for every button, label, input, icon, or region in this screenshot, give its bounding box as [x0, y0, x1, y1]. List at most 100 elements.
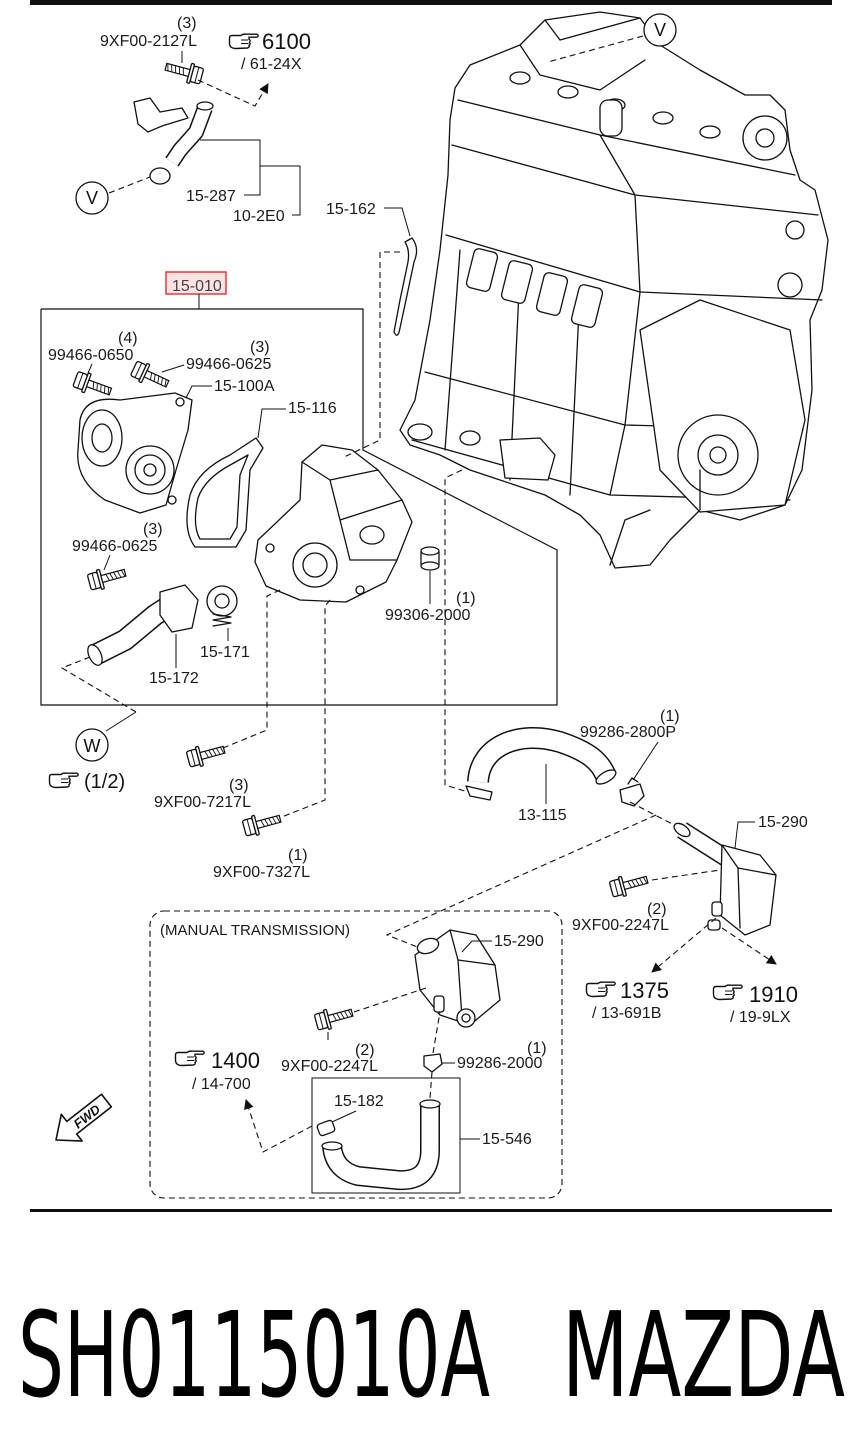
reference-1910-section: / 19-9LX [730, 1009, 791, 1026]
part-label-9XF00-2247L: 9XF00-2247L [281, 1058, 378, 1075]
leader-w-solid [105, 711, 137, 732]
fitting-15-182-drawing [316, 1119, 336, 1137]
engine-assembly-drawing [399, 11, 829, 569]
part-label-13-115: 13-115 [518, 807, 567, 824]
marker-circle-w [75, 728, 109, 762]
gasket-15-116-drawing [186, 437, 264, 548]
part-label-15-546: 15-546 [482, 1131, 532, 1148]
part-label-15-182: 15-182 [334, 1093, 384, 1110]
qty-label: (3) [177, 15, 197, 32]
part-label-99466-0625: 99466-0625 [72, 538, 158, 555]
leader-15-162 [384, 207, 411, 237]
hose-13-115-drawing [465, 726, 617, 801]
part-label-15-171: 15-171 [200, 644, 250, 661]
leader-15-287 [200, 139, 261, 196]
leader-hose-13-115 [444, 469, 469, 793]
part-label-99466-0650: 99466-0650 [48, 347, 134, 364]
leader-15-290 [734, 821, 755, 849]
bottom-rule [30, 1209, 832, 1212]
part-label-15-116: 15-116 [288, 400, 337, 417]
footer-brand: MAZDA [562, 1286, 845, 1424]
assembly-bracket-outline [40, 308, 558, 706]
reference-1375-number: 1375 [620, 978, 669, 1003]
leader-clamp-down [429, 1071, 433, 1099]
part-label-15-290: 15-290 [758, 814, 808, 831]
reference-1400-number: 1400 [211, 1048, 260, 1073]
clamp-99286-2000-drawing [423, 1053, 443, 1073]
hose-15-546-box [311, 1077, 461, 1194]
leader-v-left [108, 176, 151, 194]
top-rule [30, 0, 832, 5]
leader-15-182 [331, 1110, 357, 1123]
leader-99466-0625 [103, 554, 111, 571]
part-label-15-010: 15-010 [172, 278, 222, 295]
thermostat-15-171-drawing [206, 585, 238, 627]
gasket-15-162-drawing [393, 237, 418, 336]
qty-label: (1) [660, 708, 680, 725]
footer-part-number: SH0115010A [18, 1286, 490, 1424]
leader-bolt-2247-mt [353, 987, 427, 1013]
marker-circle-v-left [75, 181, 109, 215]
qty-label: (3) [250, 339, 270, 356]
pointing-hand-icon [585, 981, 616, 998]
reference-half-label: (1/2) [84, 771, 125, 793]
part-label-9XF00-2247L: 9XF00-2247L [572, 917, 669, 934]
leader-to-6100 [197, 79, 269, 107]
pointing-hand-icon [228, 33, 259, 50]
leader-99466-0625 [161, 364, 185, 373]
clamp-99286-2800P-drawing [619, 777, 645, 807]
highlight-box-15-010 [165, 271, 227, 295]
qty-label: (1) [527, 1040, 547, 1057]
part-label-99286-2000: 99286-2000 [457, 1055, 543, 1072]
leader-99466-0650 [87, 363, 93, 374]
part-label-9XF00-2127L: 9XF00-2127L [100, 33, 197, 50]
part-label-9XF00-7327L: 9XF00-7327L [213, 864, 310, 881]
qty-label: (2) [647, 901, 667, 918]
marker-v-top-label: V [654, 20, 666, 40]
part-label-99286-2800P: 99286-2800P [580, 724, 676, 741]
qty-label: (1) [456, 590, 476, 607]
bolt-99466-0625-drawing [128, 358, 173, 394]
reference-1910-number: 1910 [749, 982, 798, 1007]
water-pipe-15-287-drawing [133, 97, 214, 185]
marker-v-left-label: V [86, 188, 98, 208]
qty-label: (4) [118, 330, 138, 347]
bolt-9XF00-7217L-drawing [185, 739, 228, 770]
bolt-9XF00-2247L-drawing [608, 869, 651, 900]
part-label-15-290: 15-290 [494, 933, 544, 950]
reference-1375-section: / 13-691B [592, 1005, 661, 1022]
pointing-hand-icon [48, 772, 79, 789]
qty-label: (2) [355, 1042, 375, 1059]
qty-label: (1) [288, 847, 308, 864]
bolt-99466-0650-drawing [71, 368, 115, 402]
part-label-15-162: 15-162 [326, 201, 376, 218]
leader-clamp-up [432, 1011, 441, 1054]
reference-6100-section: / 61-24X [241, 56, 302, 73]
leader-housing-to-engine [341, 251, 400, 459]
manual-transmission-label: (MANUAL TRANSMISSION) [160, 922, 350, 939]
hose-15-546-drawing [321, 1099, 441, 1191]
bolt-99466-0625-drawing [86, 562, 129, 593]
part-label-99466-0625: 99466-0625 [186, 356, 272, 373]
water-pump-15-100A-drawing [77, 392, 193, 514]
pointing-hand-icon [712, 984, 743, 1001]
part-label-15-100A: 15-100A [214, 378, 275, 395]
part-label-15-287: 15-287 [186, 188, 236, 205]
qty-label: (3) [143, 521, 163, 538]
leader-bolt-7217 [217, 589, 281, 751]
leader-15-116 [257, 408, 286, 439]
leader-mt-15-290 [385, 814, 657, 951]
qty-label: (3) [229, 777, 249, 794]
leader-w [60, 656, 137, 713]
bolt-9XF00-2247L-drawing [313, 1002, 356, 1033]
water-pipe-15-172-drawing [87, 584, 199, 666]
leader-v-top [547, 35, 644, 63]
part-label-15-172: 15-172 [149, 670, 199, 687]
thermostat-housing-drawing [254, 444, 413, 603]
pointing-hand-icon [174, 1050, 205, 1067]
reference-1400-section: / 14-700 [192, 1076, 251, 1093]
bolt-9XF00-2127L-drawing [162, 56, 205, 87]
water-outlet-15-290-drawing [673, 822, 777, 936]
bolt-9XF00-7327L-drawing [241, 808, 284, 839]
